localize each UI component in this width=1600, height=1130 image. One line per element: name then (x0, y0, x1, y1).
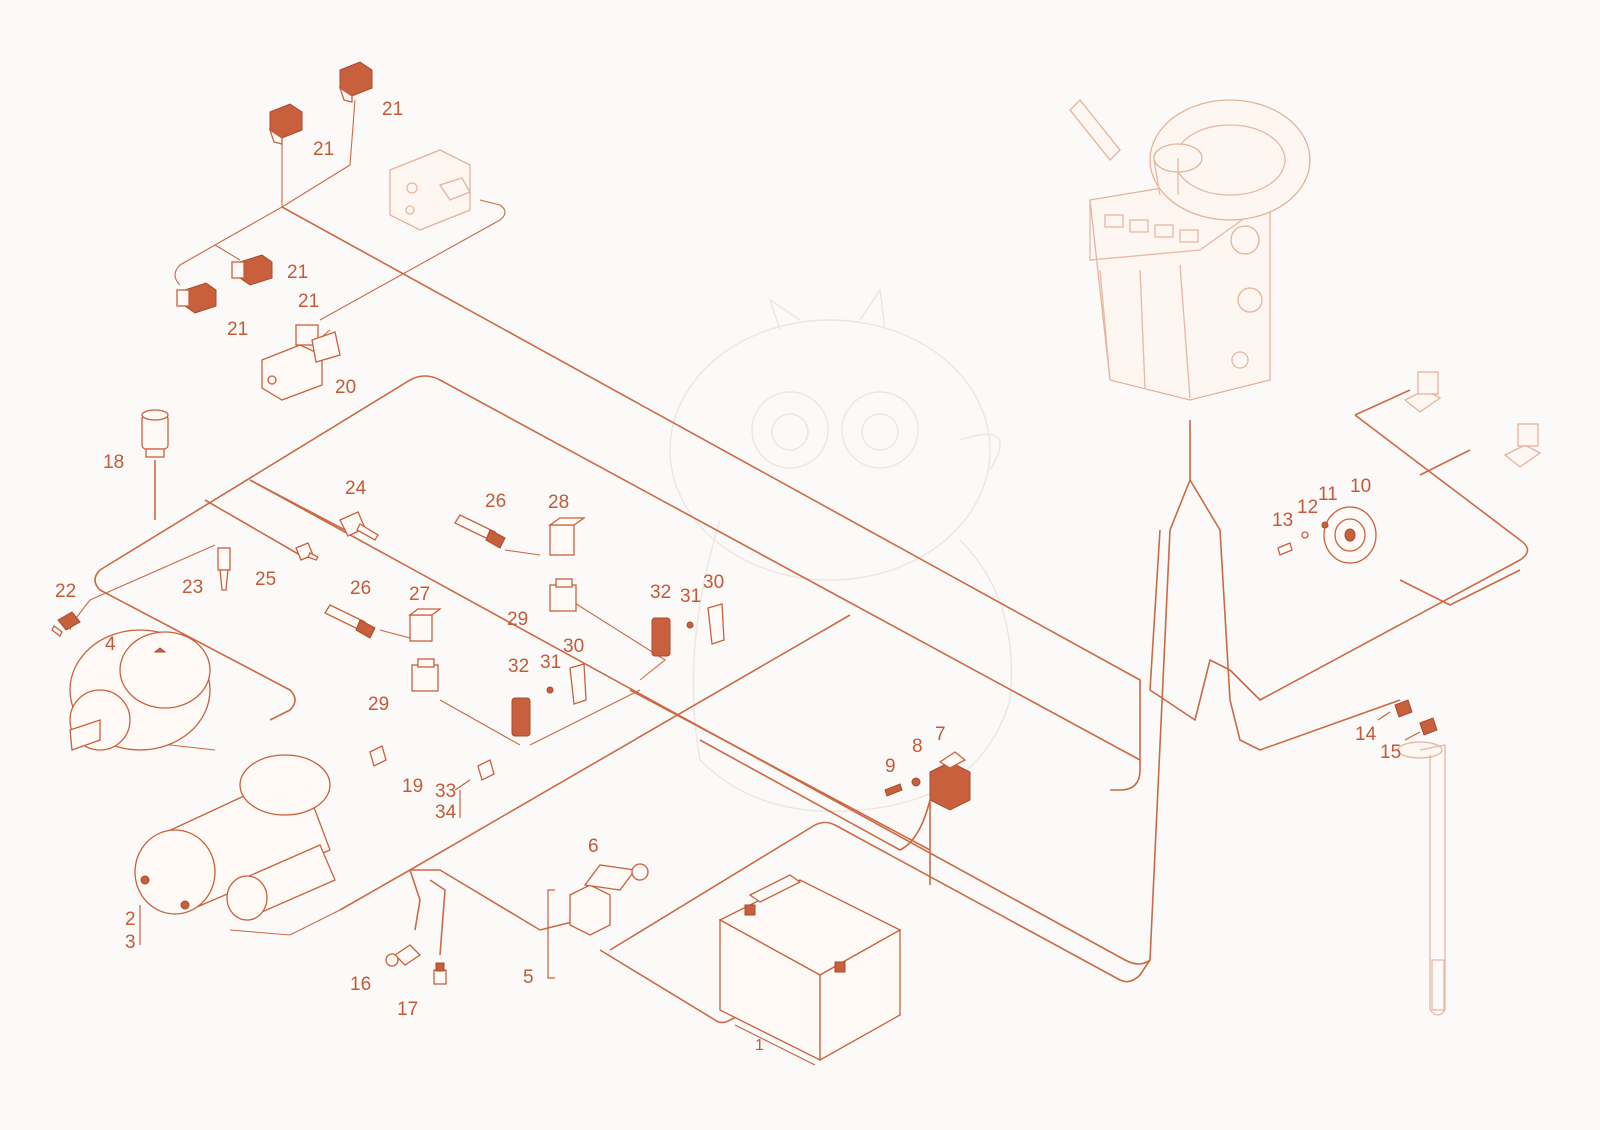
callout-32a: 32 (650, 582, 671, 603)
solenoid-connector-21-top-left[interactable] (268, 103, 303, 145)
callout-28: 28 (548, 492, 569, 513)
callout-17: 17 (397, 999, 418, 1020)
callout-15: 15 (1380, 742, 1401, 763)
relay-28[interactable] (547, 517, 587, 556)
fuse-holder-32-upper[interactable] (651, 617, 671, 657)
alternator-4[interactable] (69, 629, 211, 751)
fuse-box-7[interactable] (929, 751, 971, 811)
callout-19: 19 (402, 776, 423, 797)
callout-18: 18 (103, 452, 124, 473)
screw-31-upper[interactable] (686, 621, 694, 629)
connector-14[interactable] (1394, 699, 1413, 718)
callout-24: 24 (345, 478, 367, 499)
callout-11: 11 (1318, 484, 1338, 505)
watermark-figure (669, 288, 1013, 813)
callout-7: 7 (935, 724, 946, 745)
solenoid-26-lower[interactable] (324, 604, 376, 639)
callout-21e: 21 (298, 291, 319, 312)
callout-21a: 21 (382, 99, 403, 120)
callout-10: 10 (1350, 476, 1371, 497)
washer-12[interactable] (1301, 531, 1309, 539)
sensor-17[interactable] (433, 962, 447, 985)
callout-labels: 1 2 3 4 5 6 7 8 9 10 11 12 13 14 15 16 1… (55, 99, 1401, 1054)
callout-16: 16 (350, 974, 371, 995)
relay-socket-29-upper[interactable] (549, 578, 577, 612)
callout-4: 4 (105, 634, 116, 655)
nut-8[interactable] (911, 777, 921, 787)
callout-13: 13 (1272, 510, 1293, 531)
callout-26b: 26 (350, 578, 371, 599)
sensor-18[interactable] (141, 409, 169, 458)
control-console-ghost (1069, 99, 1311, 401)
callout-33: 33 (435, 781, 456, 802)
callout-1: 1 (755, 1037, 764, 1054)
callout-34: 34 (435, 802, 457, 823)
callout-31b: 31 (540, 652, 561, 673)
solenoid-valve-20[interactable] (261, 324, 341, 401)
callout-22: 22 (55, 581, 76, 602)
bolt-13[interactable] (1277, 542, 1293, 556)
callout-6: 6 (588, 836, 599, 857)
switch-24[interactable] (339, 511, 379, 541)
callout-31a: 31 (680, 586, 701, 607)
callout-20: 20 (335, 377, 356, 398)
starter-motor-2[interactable] (134, 754, 336, 921)
sender-16[interactable] (385, 944, 422, 967)
battery-1[interactable] (718, 874, 902, 1066)
callout-14: 14 (1355, 724, 1377, 745)
callout-21b: 21 (313, 139, 334, 160)
horn-10[interactable] (1323, 506, 1377, 564)
callout-29b: 29 (368, 694, 389, 715)
solenoid-connector-21-lower[interactable] (176, 282, 217, 314)
callout-21d: 21 (227, 319, 248, 340)
callout-9: 9 (885, 756, 896, 777)
callout-3: 3 (125, 932, 136, 953)
leader-lines (139, 711, 1421, 979)
ghost-valves (389, 149, 1542, 468)
callout-23: 23 (182, 577, 203, 598)
fuel-level-sender-ghost (1397, 741, 1446, 1016)
callout-2: 2 (125, 909, 136, 930)
connector-15[interactable] (1419, 717, 1438, 736)
callout-30b: 30 (563, 636, 584, 657)
fuse-33[interactable] (477, 759, 495, 781)
solenoid-26-upper[interactable] (454, 514, 506, 549)
callout-8: 8 (912, 736, 923, 757)
battery-switch-6[interactable] (569, 863, 649, 936)
connector-22[interactable] (51, 611, 81, 637)
callout-12: 12 (1297, 497, 1318, 518)
callout-30a: 30 (703, 572, 724, 593)
callout-27: 27 (409, 584, 430, 605)
relay-27[interactable] (408, 608, 442, 642)
bolt-9[interactable] (884, 783, 903, 797)
washer-11[interactable] (1321, 521, 1329, 529)
sensor-25[interactable] (295, 542, 319, 561)
relay-socket-29-lower[interactable] (411, 658, 439, 692)
screw-31-lower[interactable] (546, 686, 554, 694)
wiring-harness (69, 99, 1529, 1024)
callout-29a: 29 (507, 609, 528, 630)
callout-25: 25 (255, 569, 276, 590)
callout-21c: 21 (287, 262, 308, 283)
solenoid-connector-21-middle[interactable] (231, 254, 273, 286)
bracket-30-lower[interactable] (569, 663, 587, 705)
fuse-holder-32-lower[interactable] (511, 697, 531, 737)
bracket-30-upper[interactable] (707, 603, 725, 645)
callout-32b: 32 (508, 656, 529, 677)
fuse-19[interactable] (369, 745, 387, 767)
solenoid-connector-21-top-right[interactable] (338, 61, 373, 103)
sender-23[interactable] (217, 547, 231, 591)
callout-26a: 26 (485, 491, 506, 512)
callout-5: 5 (523, 967, 534, 988)
